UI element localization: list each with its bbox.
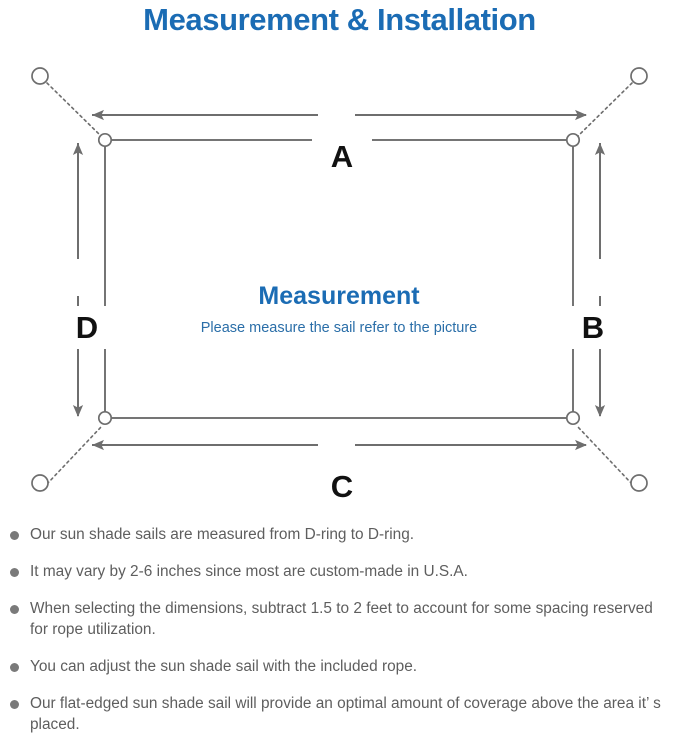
- list-item: Our sun shade sails are measured from D-…: [0, 524, 679, 545]
- rope-bottom-right: [577, 426, 633, 485]
- bullet-icon: [10, 531, 19, 540]
- rope-bottom-left: [46, 426, 102, 485]
- d-rings: [97, 132, 581, 426]
- list-item: It may vary by 2-6 inches since most are…: [0, 561, 679, 582]
- dimension-label-c: C: [312, 469, 372, 504]
- d-ring-top-left: [97, 132, 113, 148]
- anchor-point-top-right: [630, 67, 648, 85]
- bullet-icon: [10, 663, 19, 672]
- anchor-point-bottom-right: [630, 474, 648, 492]
- note-text: Our flat-edged sun shade sail will provi…: [30, 695, 661, 733]
- bullet-icon: [10, 700, 19, 709]
- rope-top-left: [46, 82, 102, 137]
- measurement-diagram: A B C D Measurement Please measure the s…: [0, 44, 679, 518]
- page-title: Measurement & Installation: [143, 2, 536, 37]
- note-text: Our sun shade sails are measured from D-…: [30, 526, 415, 543]
- sail-measurement-subtitle: Please measure the sail refer to the pic…: [200, 320, 478, 336]
- d-ring-bottom-right: [565, 410, 581, 426]
- note-text: When selecting the dimensions, subtract …: [30, 600, 653, 638]
- list-item: When selecting the dimensions, subtract …: [0, 598, 679, 640]
- rope-lines: [46, 82, 633, 485]
- sail-rectangle: [104, 139, 574, 419]
- notes-list: Our sun shade sails are measured from D-…: [0, 524, 679, 751]
- rope-top-right: [577, 82, 633, 137]
- bullet-icon: [10, 568, 19, 577]
- bullet-icon: [10, 605, 19, 614]
- sail-center-text: Measurement Please measure the sail refe…: [105, 280, 573, 339]
- list-item: Our flat-edged sun shade sail will provi…: [0, 693, 679, 735]
- sail-measurement-heading: Measurement: [258, 282, 420, 310]
- note-text: It may vary by 2-6 inches since most are…: [30, 563, 468, 580]
- anchor-point-bottom-left: [31, 474, 49, 492]
- anchor-point-top-left: [31, 67, 49, 85]
- note-text: You can adjust the sun shade sail with t…: [30, 658, 418, 675]
- dimension-label-a: A: [312, 139, 372, 174]
- d-ring-top-right: [565, 132, 581, 148]
- anchor-points: [31, 67, 648, 492]
- d-ring-bottom-left: [97, 410, 113, 426]
- list-item: You can adjust the sun shade sail with t…: [0, 656, 679, 677]
- diagram-svg: [31, 67, 648, 492]
- dimension-label-b: B: [572, 306, 614, 349]
- dimension-label-d: D: [66, 306, 108, 349]
